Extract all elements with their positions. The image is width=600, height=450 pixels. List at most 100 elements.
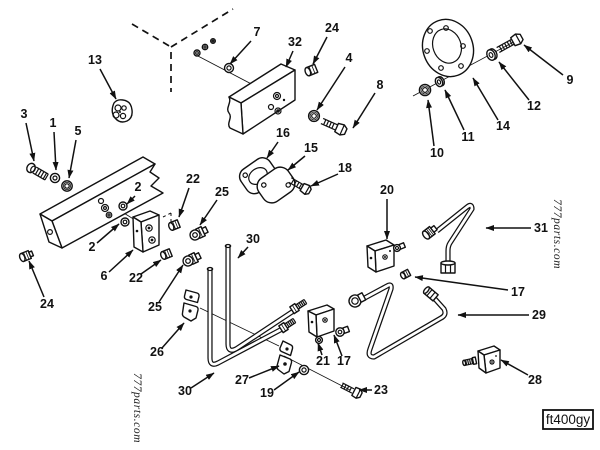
callout-6: 6 bbox=[101, 249, 134, 283]
callout-label: 18 bbox=[338, 161, 352, 175]
callout-label: 10 bbox=[430, 146, 444, 160]
plug-22-upper bbox=[167, 219, 181, 232]
callout-label: 4 bbox=[346, 51, 353, 65]
callout-14: 14 bbox=[472, 77, 510, 133]
callout-label: 2 bbox=[135, 180, 142, 194]
figure-code-text: ft400gy bbox=[546, 412, 591, 427]
spacer-block-32 bbox=[227, 63, 296, 135]
callout-label: 6 bbox=[101, 269, 108, 283]
cover-plate-15 bbox=[256, 166, 296, 204]
tube-30-rear bbox=[206, 266, 286, 367]
nut-19 bbox=[298, 364, 310, 376]
callout-18: 18 bbox=[310, 161, 352, 187]
clamp-26 bbox=[181, 289, 200, 322]
callout-4: 4 bbox=[316, 51, 353, 111]
callout-23: 23 bbox=[358, 383, 388, 397]
callout-label: 8 bbox=[377, 78, 384, 92]
callout-8: 8 bbox=[352, 78, 384, 129]
callout-15: 15 bbox=[287, 141, 318, 171]
callout-30: 30 bbox=[237, 232, 260, 259]
mounting-bar bbox=[39, 156, 164, 249]
callout-label: 21 bbox=[316, 354, 330, 368]
callout-24: 24 bbox=[312, 21, 339, 65]
callout-29: 29 bbox=[457, 308, 546, 322]
callout-2: 2 bbox=[89, 223, 120, 254]
watermark-bottom-left: 777parts.com bbox=[131, 373, 143, 443]
callout-label: 25 bbox=[215, 185, 229, 199]
bolt-8 bbox=[320, 117, 348, 136]
callout-label: 2 bbox=[89, 240, 96, 254]
callout-label: 15 bbox=[304, 141, 318, 155]
callout-label: 32 bbox=[288, 35, 302, 49]
callout-24: 24 bbox=[28, 260, 54, 311]
watermark-right: 777parts.com bbox=[551, 199, 563, 269]
callout-label: 25 bbox=[148, 300, 162, 314]
callout-9: 9 bbox=[523, 44, 574, 87]
callout-label: 12 bbox=[527, 99, 541, 113]
tube-30-end-fitting-upper bbox=[289, 298, 308, 315]
nut-5 bbox=[61, 180, 73, 192]
valve-block-20 bbox=[366, 239, 395, 273]
callout-label: 31 bbox=[534, 221, 548, 235]
fitting-on-28-left bbox=[462, 356, 478, 367]
washer-12 bbox=[486, 48, 498, 61]
tube-30-front bbox=[224, 243, 297, 353]
callout-5: 5 bbox=[67, 124, 82, 179]
washer-11 bbox=[434, 75, 446, 88]
callout-10: 10 bbox=[426, 99, 444, 160]
callout-12: 12 bbox=[498, 61, 541, 113]
flange-14 bbox=[421, 18, 475, 78]
bolt-9 bbox=[496, 33, 524, 53]
plug-22-lower bbox=[159, 248, 173, 261]
callout-label: 24 bbox=[325, 21, 339, 35]
callout-1: 1 bbox=[50, 116, 59, 171]
callout-25: 25 bbox=[199, 185, 229, 226]
callout-label: 27 bbox=[235, 373, 249, 387]
callout-11: 11 bbox=[444, 89, 475, 144]
callout-label: 28 bbox=[528, 373, 542, 387]
callout-13: 13 bbox=[88, 53, 117, 100]
callout-label: 17 bbox=[511, 285, 525, 299]
nut-10 bbox=[418, 83, 432, 97]
callout-26: 26 bbox=[150, 322, 185, 359]
callout-19: 19 bbox=[260, 371, 300, 400]
washer-1 bbox=[49, 172, 61, 184]
grommet-13 bbox=[111, 99, 133, 123]
callout-7: 7 bbox=[229, 25, 261, 65]
tube-31-end-nut bbox=[440, 260, 456, 274]
callout-21: 21 bbox=[316, 342, 330, 368]
callout-27: 27 bbox=[235, 365, 280, 387]
callout-label: 29 bbox=[532, 308, 546, 322]
tube-29-end-nut bbox=[422, 286, 439, 302]
callout-label: 3 bbox=[21, 107, 28, 121]
bolt-3 bbox=[26, 162, 49, 181]
nut-4 bbox=[307, 109, 321, 123]
connector-25-lower bbox=[182, 251, 202, 267]
callout-label: 16 bbox=[276, 126, 290, 140]
callout-label: 22 bbox=[129, 271, 143, 285]
callout-20: 20 bbox=[380, 183, 394, 240]
callout-label: 20 bbox=[380, 183, 394, 197]
o-ring-2-upper bbox=[118, 201, 128, 211]
callout-label: 24 bbox=[40, 297, 54, 311]
callout-22: 22 bbox=[178, 172, 200, 218]
tube-29 bbox=[359, 282, 448, 360]
callout-32: 32 bbox=[285, 35, 302, 68]
fitting-on-20-right bbox=[392, 242, 407, 253]
screw-18 bbox=[288, 177, 312, 196]
callout-label: 26 bbox=[150, 345, 164, 359]
tube-31-socket-fitting bbox=[421, 224, 438, 240]
callout-label: 13 bbox=[88, 53, 102, 67]
junction-block-6 bbox=[132, 210, 172, 253]
callout-31: 31 bbox=[485, 221, 548, 235]
valve-block-21 bbox=[307, 304, 335, 345]
callout-label: 30 bbox=[246, 232, 260, 246]
fitting-17-mid bbox=[399, 268, 412, 280]
callout-22: 22 bbox=[129, 259, 162, 285]
callout-17: 17 bbox=[333, 334, 351, 368]
connector-block-28 bbox=[477, 345, 501, 374]
connector-25-upper bbox=[189, 225, 209, 241]
callout-label: 9 bbox=[567, 73, 574, 87]
callout-label: 5 bbox=[75, 124, 82, 138]
